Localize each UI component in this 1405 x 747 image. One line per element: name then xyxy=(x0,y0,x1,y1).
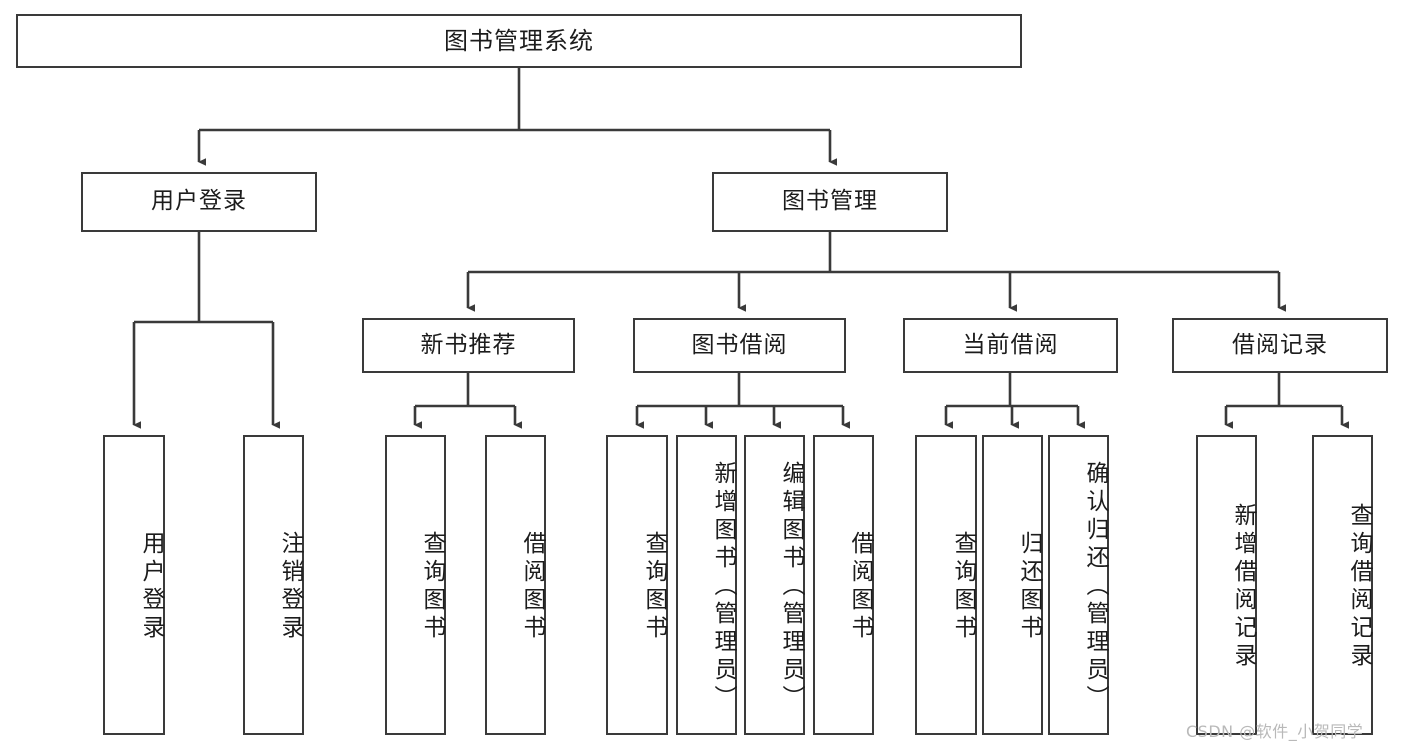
node-book-management[interactable]: 图书管理 xyxy=(712,172,948,232)
node-label: 借阅记录 xyxy=(1232,331,1328,358)
node-label: 编辑图书（管理员） xyxy=(778,461,804,713)
node-label: 查询图书 xyxy=(419,531,445,643)
leaf-add-book-admin[interactable]: 新增图书（管理员） xyxy=(676,435,737,735)
node-label: 新增借阅记录 xyxy=(1230,503,1256,671)
node-label: 图书借阅 xyxy=(691,331,788,358)
node-root-system[interactable]: 图书管理系统 xyxy=(16,14,1022,68)
node-current-borrow[interactable]: 当前借阅 xyxy=(903,318,1118,373)
leaf-add-borrow-record[interactable]: 新增借阅记录 xyxy=(1196,435,1257,735)
leaf-query-book-current[interactable]: 查询图书 xyxy=(915,435,977,735)
node-label: 确认归还（管理员） xyxy=(1082,461,1108,713)
node-book-borrow[interactable]: 图书借阅 xyxy=(633,318,846,373)
node-user-login[interactable]: 用户登录 xyxy=(81,172,317,232)
leaf-query-book-borrow[interactable]: 查询图书 xyxy=(606,435,668,735)
node-label: 借阅图书 xyxy=(847,531,873,643)
node-label: 归还图书 xyxy=(1016,531,1042,643)
node-label: 图书管理 xyxy=(782,188,878,215)
node-label: 图书管理系统 xyxy=(444,26,594,55)
node-label: 查询图书 xyxy=(641,531,667,643)
node-label: 查询图书 xyxy=(950,531,976,643)
leaf-borrow-book[interactable]: 借阅图书 xyxy=(813,435,874,735)
csdn-watermark: CSDN @软件_小贺同学 xyxy=(1186,722,1364,741)
node-borrow-record[interactable]: 借阅记录 xyxy=(1172,318,1388,373)
leaf-query-borrow-record[interactable]: 查询借阅记录 xyxy=(1312,435,1373,735)
node-new-book-recommendation[interactable]: 新书推荐 xyxy=(362,318,575,373)
node-label: 注销登录 xyxy=(277,531,303,643)
leaf-return-book[interactable]: 归还图书 xyxy=(982,435,1043,735)
leaf-confirm-return-admin[interactable]: 确认归还（管理员） xyxy=(1048,435,1109,735)
node-label: 新书推荐 xyxy=(420,331,517,358)
leaf-logout-login[interactable]: 注销登录 xyxy=(243,435,304,735)
leaf-borrow-book-recommendation[interactable]: 借阅图书 xyxy=(485,435,546,735)
node-label: 用户登录 xyxy=(151,188,247,215)
node-label: 借阅图书 xyxy=(519,531,545,643)
node-label: 新增图书（管理员） xyxy=(710,461,736,713)
leaf-query-book-recommendation[interactable]: 查询图书 xyxy=(385,435,446,735)
node-label: 当前借阅 xyxy=(962,331,1059,358)
node-label: 查询借阅记录 xyxy=(1346,503,1372,671)
node-label: 用户登录 xyxy=(138,531,164,643)
leaf-edit-book-admin[interactable]: 编辑图书（管理员） xyxy=(744,435,805,735)
leaf-user-login[interactable]: 用户登录 xyxy=(103,435,165,735)
